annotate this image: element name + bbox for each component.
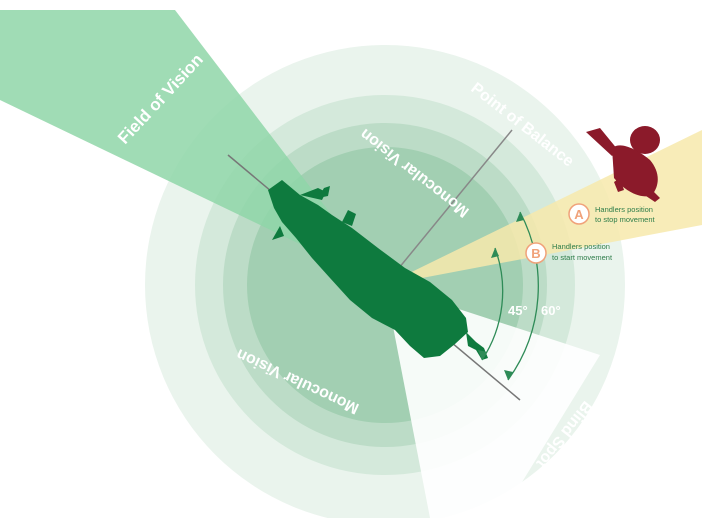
marker-a-line2: to stop movement [595,215,656,224]
angle-60-label: 60° [541,303,561,318]
marker-a-line1: Handlers position [595,205,653,214]
marker-a-letter: A [574,207,584,222]
marker-b-line1: Handlers position [552,242,610,251]
marker-b-letter: B [531,246,540,261]
angle-45-label: 45° [508,303,528,318]
marker-b-line2: to start movement [552,253,613,262]
marker-b: B Handlers position to start movement [526,242,613,263]
